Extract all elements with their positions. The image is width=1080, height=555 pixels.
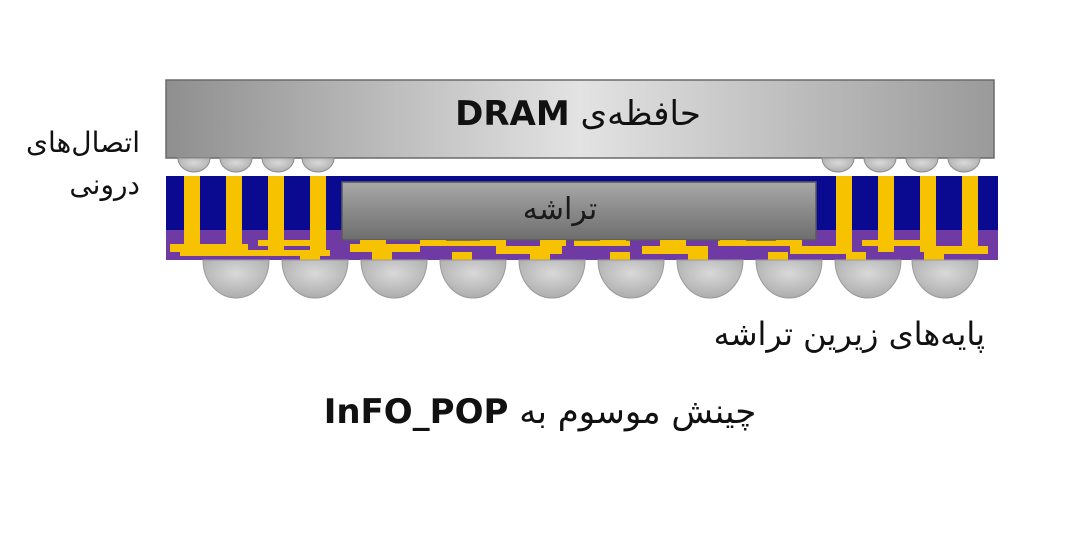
dram-bump (947, 157, 981, 173)
caption-prefix: چینش موسوم به (519, 392, 757, 432)
dram-bump (177, 157, 211, 173)
chip-label: تراشه (522, 192, 598, 227)
inner-connections-label: اتصال‌های درونی (26, 122, 140, 206)
inner-connections-line2: درونی (69, 168, 140, 201)
dram-label-name: DRAM (455, 94, 570, 134)
dram-bumps (177, 157, 981, 173)
via (184, 176, 200, 252)
solder-balls (202, 259, 979, 299)
solder-ball (834, 259, 902, 299)
via (878, 176, 894, 252)
dram-label: حافظه‌ی DRAM (448, 94, 708, 134)
via (310, 176, 326, 252)
dram-bump (219, 157, 253, 173)
solder-ball (360, 259, 428, 299)
solder-ball (911, 259, 979, 299)
solder-ball (676, 259, 744, 299)
via (226, 176, 242, 252)
rdl-traces (170, 240, 988, 262)
embedded-chip (341, 181, 817, 241)
through-vias (184, 176, 978, 252)
dram-bump (301, 157, 335, 173)
solder-ball (597, 259, 665, 299)
caption-name: InFO_POP (323, 392, 509, 432)
via (920, 176, 936, 252)
via (836, 176, 852, 252)
diagram-caption: چینش موسوم به InFO_POP (0, 392, 1080, 432)
dram-bump (261, 157, 295, 173)
solder-ball (518, 259, 586, 299)
dram-bump (821, 157, 855, 173)
dram-package (165, 79, 995, 159)
via (268, 176, 284, 252)
solder-ball (755, 259, 823, 299)
chip-pads (360, 240, 802, 246)
solder-ball (439, 259, 507, 299)
dram-bump (863, 157, 897, 173)
via (962, 176, 978, 252)
dram-label-prefix: حافظه‌ی (580, 94, 701, 134)
dram-bump (905, 157, 939, 173)
pillars-label: پایه‌های زیرین تراشه (713, 315, 985, 353)
solder-ball (281, 259, 349, 299)
inner-connections-line1: اتصال‌های (26, 126, 140, 159)
solder-ball (202, 259, 270, 299)
